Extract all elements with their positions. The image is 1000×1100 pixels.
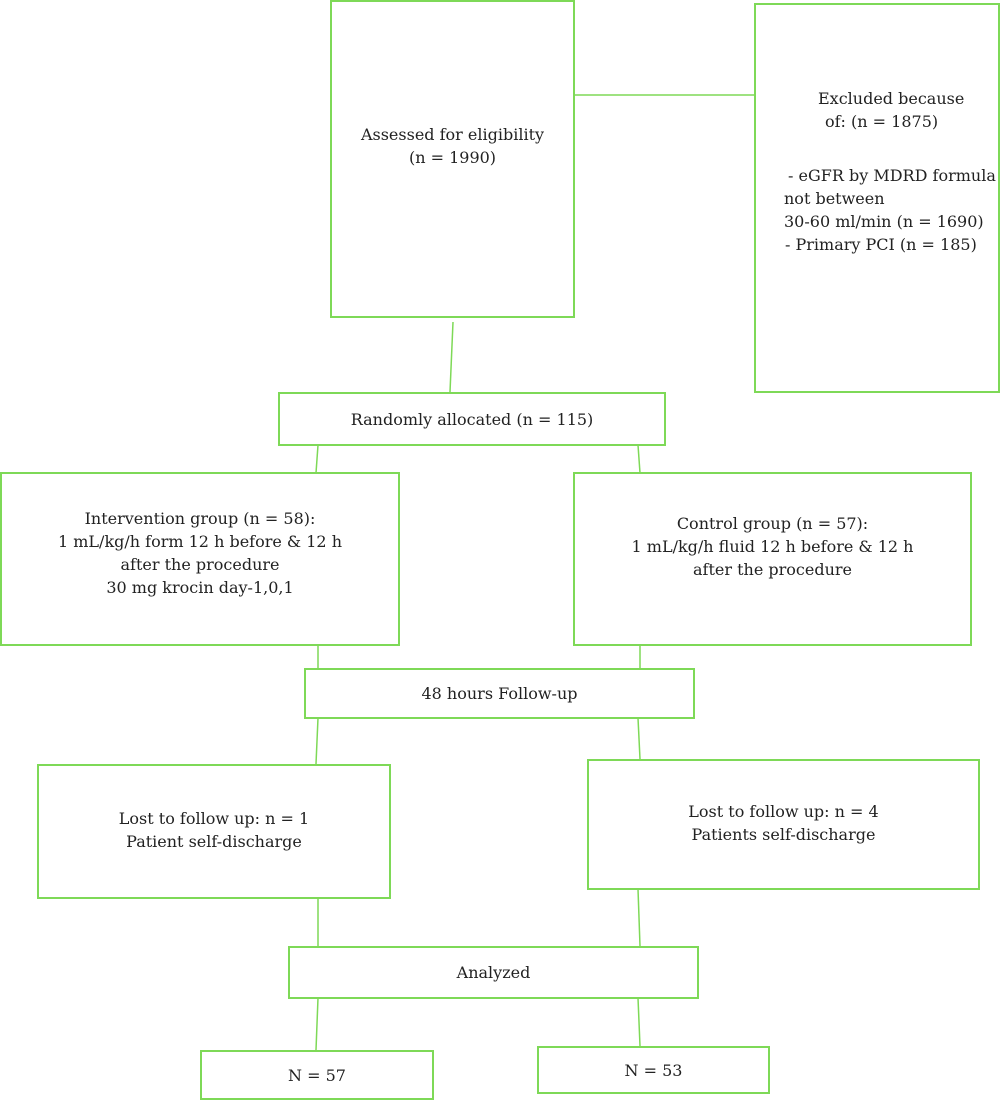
lost-left-reason: Patient self-discharge <box>126 831 302 851</box>
analyzed-box: Analyzed <box>288 946 699 999</box>
control-fluid: 1 mL/kg/h fluid 12 h before & 12 h <box>631 536 914 556</box>
excluded-item-egfr-line1: - eGFR by MDRD formula <box>788 166 996 185</box>
connector-assessed-randomized <box>449 321 454 393</box>
connector-followup-lost-left <box>315 717 319 765</box>
excluded-item-egfr-line2: not between <box>784 189 885 208</box>
lost-right-count: Lost to follow up: n = 4 <box>688 801 879 821</box>
connector-randomized-intervention <box>315 444 319 474</box>
excluded-item-pci: - Primary PCI (n = 185) <box>785 235 977 254</box>
control-box: Control group (n = 57): 1 mL/kg/h fluid … <box>573 472 972 646</box>
connector-randomized-control <box>637 444 641 474</box>
assessed-count: (n = 1990) <box>408 148 497 167</box>
connector-analyzed-n-left <box>315 997 319 1051</box>
randomized-box: Randomly allocated (n = 115) <box>278 392 666 446</box>
n-left-label: N = 57 <box>288 1065 346 1085</box>
control-timing: after the procedure <box>693 559 852 579</box>
followup-label: 48 hours Follow-up <box>421 684 578 703</box>
excluded-title-line2: of: (n = 1875) <box>825 112 939 131</box>
assessed-label: Assessed for eligibility <box>360 125 545 144</box>
lost-left-count: Lost to follow up: n = 1 <box>118 808 310 828</box>
followup-box: 48 hours Follow-up <box>304 668 695 719</box>
connector-lost-right-analyzed <box>637 888 641 947</box>
intervention-timing: after the procedure <box>120 555 280 574</box>
intervention-fluid: 1 mL/kg/h form 12 h before & 12 h <box>57 532 342 551</box>
intervention-box: Intervention group (n = 58): 1 mL/kg/h f… <box>0 472 400 646</box>
intervention-title: Intervention group (n = 58): <box>84 509 316 528</box>
lost-left-box: Lost to follow up: n = 1 Patient self-di… <box>37 764 391 899</box>
connector-followup-lost-right <box>637 717 641 760</box>
excluded-item-egfr-line3: 30-60 ml/min (n = 1690) <box>784 212 984 231</box>
randomized-label: Randomly allocated (n = 115) <box>350 409 594 429</box>
n-left-box: N = 57 <box>200 1050 434 1100</box>
n-right-label: N = 53 <box>624 1060 683 1080</box>
excluded-title-line1: Excluded because <box>818 89 965 108</box>
analyzed-label: Analyzed <box>456 963 531 982</box>
lost-right-reason: Patients self-discharge <box>691 824 876 844</box>
intervention-krocin: 30 mg krocin day-1,0,1 <box>106 578 294 597</box>
excluded-box: Excluded because of: (n = 1875) - eGFR b… <box>754 3 1000 393</box>
assessed-box: Assessed for eligibility (n = 1990) <box>330 0 575 318</box>
n-right-box: N = 53 <box>537 1046 770 1094</box>
lost-right-box: Lost to follow up: n = 4 Patients self-d… <box>587 759 980 890</box>
connector-analyzed-n-right <box>637 997 641 1047</box>
control-title: Control group (n = 57): <box>676 513 869 533</box>
